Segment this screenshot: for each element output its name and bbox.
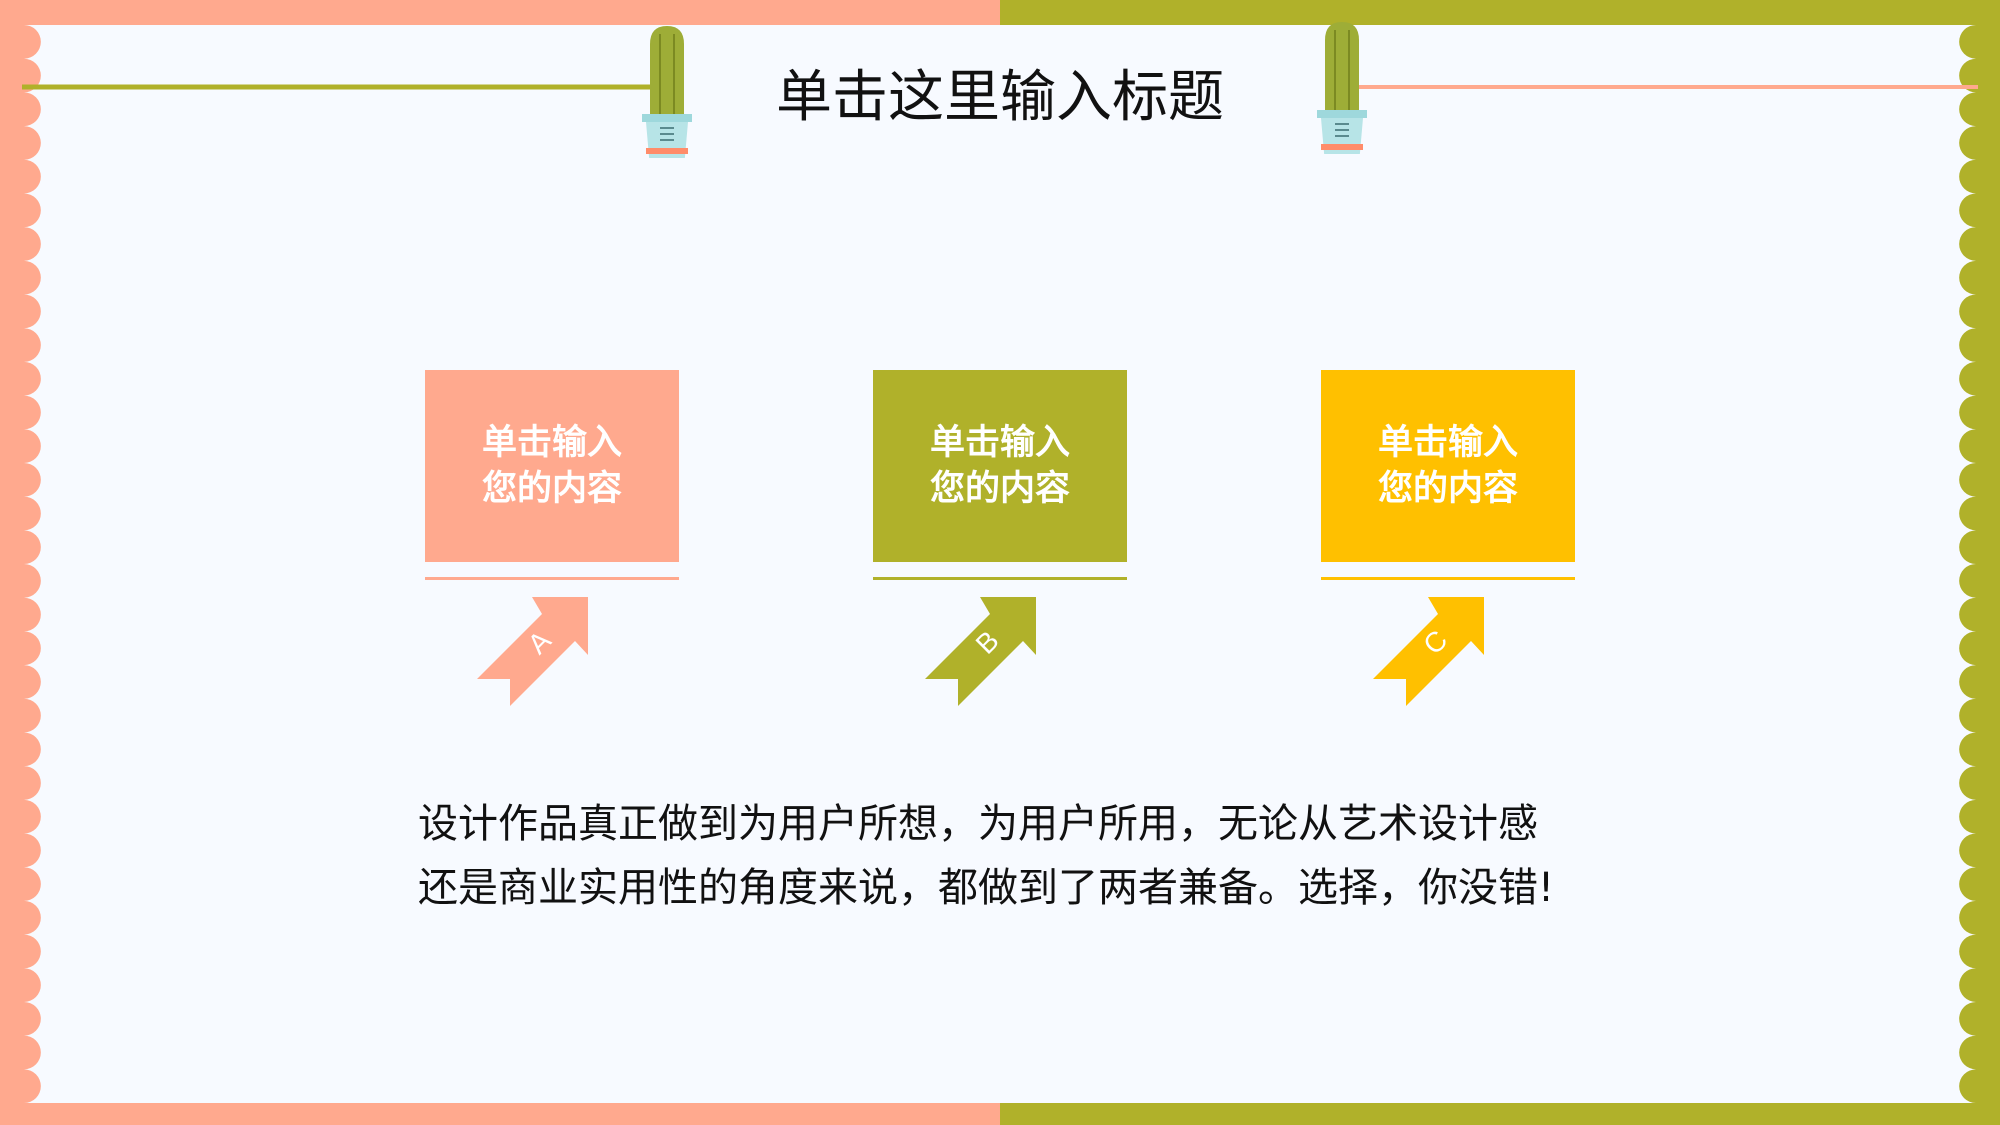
card-b-line1: 单击输入 (929, 423, 1070, 463)
card-a-divider (425, 577, 679, 580)
card-c-line1: 单击输入 (1377, 423, 1518, 463)
card-b-divider (873, 577, 1127, 580)
body-text[interactable]: 设计作品真正做到为用户所想，为用户所用，无论从艺术设计感 还是商业实用性的角度来… (418, 792, 1618, 920)
card-c-divider (1321, 577, 1575, 580)
card-a-line2: 您的内容 (481, 469, 622, 509)
body-text-line1: 设计作品真正做到为用户所想，为用户所用，无论从艺术设计感 (418, 801, 1538, 847)
card-a-line1: 单击输入 (481, 423, 622, 463)
arrow-up-right-icon: B (925, 597, 1036, 706)
card-b-line2: 您的内容 (929, 469, 1070, 509)
slide-title[interactable]: 单击这里输入标题 (776, 65, 1224, 130)
cactus-icon (1317, 22, 1367, 154)
card-b[interactable]: 单击输入 您的内容 (873, 370, 1127, 562)
body-text-line2: 还是商业实用性的角度来说，都做到了两者兼备。选择，你没错! (418, 865, 1555, 911)
arrow-up-right-icon: C (1373, 597, 1484, 706)
card-c-line2: 您的内容 (1377, 469, 1518, 509)
arrow-up-right-icon: A (477, 597, 588, 706)
card-c[interactable]: 单击输入 您的内容 (1321, 370, 1575, 562)
cactus-icon (642, 26, 692, 158)
card-a[interactable]: 单击输入 您的内容 (425, 370, 679, 562)
